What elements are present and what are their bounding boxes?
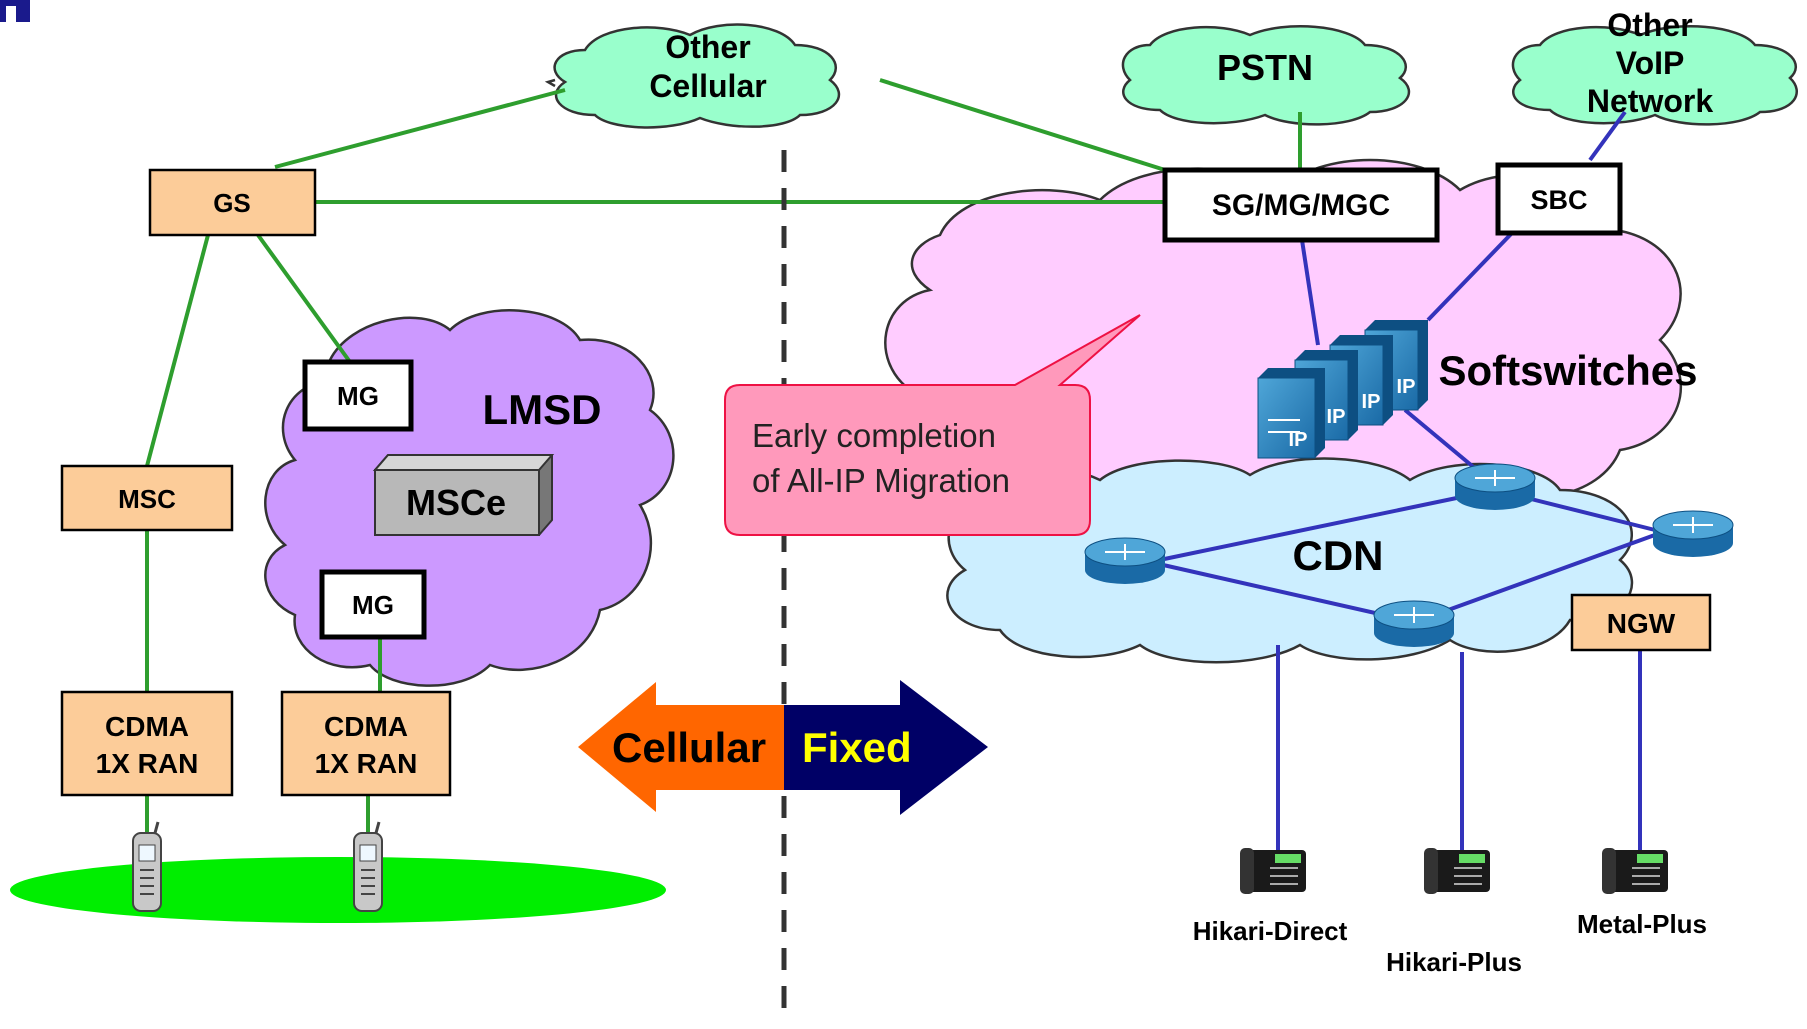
server-4-ip: IP	[1397, 376, 1416, 398]
mobile-phone-icon-right	[353, 821, 383, 912]
green-links	[145, 78, 1302, 835]
gs-label: GS	[213, 188, 251, 218]
msce-node: MSCe	[372, 454, 555, 536]
cellular-arrow: Cellular	[578, 682, 784, 812]
other-cellular-cloud	[544, 23, 841, 129]
hikari-plus-label: Hikari-Plus	[1386, 947, 1522, 977]
lmsd-label: LMSD	[483, 386, 602, 433]
softswitch-servers: IP IP IP IP	[1257, 320, 1428, 459]
mg-bottom-label: MG	[352, 590, 394, 620]
other-cellular-line1: Other	[665, 29, 750, 65]
msce-label: MSCe	[406, 482, 506, 523]
other-voip-line1: Other	[1607, 7, 1692, 43]
router-top	[1454, 463, 1536, 510]
desk-phone-icon-metal-plus	[1602, 848, 1668, 894]
softswitches-label: Softswitches	[1438, 347, 1697, 394]
fixed-arrow-label: Fixed	[802, 724, 912, 771]
other-cellular-line2: Cellular	[649, 68, 766, 104]
sbc-node: SBC	[1495, 162, 1623, 236]
ran-right-line1: CDMA	[324, 711, 408, 742]
metal-plus-label: Metal-Plus	[1577, 909, 1707, 939]
gs-node: GS	[148, 168, 317, 237]
router-left	[1084, 537, 1166, 584]
cellular-ground	[10, 857, 666, 923]
hikari-direct-label: Hikari-Direct	[1193, 916, 1348, 946]
server-1: IP	[1257, 368, 1325, 459]
msc-node: MSC	[60, 464, 234, 532]
server-1-ip: IP	[1289, 429, 1308, 451]
sg-mg-mgc-label: SG/MG/MGC	[1212, 189, 1390, 222]
blue-links	[1149, 110, 1664, 850]
pstn-label: PSTN	[1217, 47, 1313, 88]
sg-mg-mgc-node: SG/MG/MGC	[1162, 167, 1440, 243]
mg-top-node: MG	[302, 359, 414, 432]
callout-line2: of All-IP Migration	[752, 462, 1010, 499]
corner-mark	[0, 0, 30, 22]
ran-left-node: CDMA 1X RAN	[60, 690, 234, 797]
sbc-label: SBC	[1530, 185, 1587, 215]
fixed-arrow: Fixed	[784, 680, 988, 815]
pstn-cloud	[1121, 25, 1411, 126]
other-voip-line2: VoIP	[1616, 45, 1685, 81]
cdn-label: CDN	[1293, 532, 1384, 579]
router-right	[1652, 510, 1734, 557]
other-voip-line3: Network	[1587, 83, 1713, 119]
ran-right-line2: 1X RAN	[315, 748, 418, 779]
other-voip-cloud	[1511, 25, 1798, 126]
ran-right-node: CDMA 1X RAN	[280, 690, 452, 797]
callout-line1: Early completion	[752, 417, 996, 454]
mg-top-label: MG	[337, 381, 379, 411]
desk-phone-icon-hikari-plus	[1424, 848, 1490, 894]
mobile-phone-icon-left	[132, 821, 162, 912]
server-2-ip: IP	[1327, 406, 1346, 428]
ran-left-line2: 1X RAN	[96, 748, 199, 779]
callout-bubble: Early completion of All-IP Migration	[724, 314, 1141, 536]
cellular-arrow-label: Cellular	[612, 724, 766, 771]
ngw-label: NGW	[1607, 608, 1676, 639]
ngw-node: NGW	[1570, 593, 1712, 652]
router-icons	[1084, 463, 1734, 647]
mg-bottom-node: MG	[319, 569, 427, 640]
server-3-ip: IP	[1362, 391, 1381, 413]
router-bottom	[1373, 600, 1455, 647]
desk-phone-icon-hikari-direct	[1240, 848, 1306, 894]
ran-left-line1: CDMA	[105, 711, 189, 742]
msc-label: MSC	[118, 484, 176, 514]
